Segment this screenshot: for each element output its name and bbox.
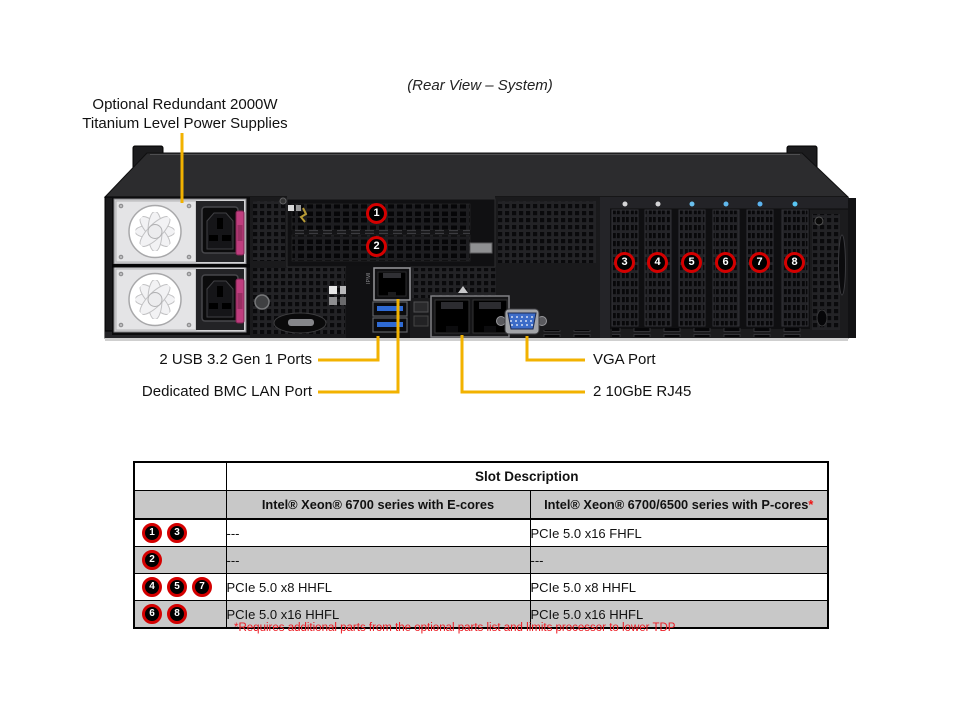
table-row: 4 5 7 PCIe 5.0 x8 HHFL PCIe 5.0 x8 HHFL xyxy=(133,573,829,601)
psu-label-line1: Optional Redundant 2000W xyxy=(92,96,278,113)
figure-title: (Rear View – System) xyxy=(407,77,553,94)
slot-callout-8: 8 xyxy=(784,252,805,273)
p-cores-footnote-marker: * xyxy=(808,497,814,512)
e-cores-value: --- xyxy=(225,546,531,574)
slot-callout-1: 1 xyxy=(366,203,387,224)
slot-badge: 2 xyxy=(142,550,162,570)
table-row: 1 3 --- PCIe 5.0 x16 FHFL xyxy=(133,518,829,547)
power-supplies xyxy=(112,197,250,335)
io-and-riser-section: IPMI xyxy=(250,196,600,338)
leader-lines xyxy=(180,133,585,394)
vga-leader-line xyxy=(525,336,585,362)
slot-badge: 5 xyxy=(167,577,187,597)
slot-badge: 8 xyxy=(167,604,187,624)
e-cores-value: PCIe 5.0 x8 HHFL xyxy=(225,573,531,601)
slot-callout-3: 3 xyxy=(614,252,635,273)
column-header-e-cores: Intel® Xeon® 6700 series with E-cores xyxy=(225,490,531,520)
grounding-screw xyxy=(254,294,270,310)
psu-label: Optional Redundant 2000W Titanium Level … xyxy=(60,95,310,133)
bmc-lan-port xyxy=(373,267,411,301)
slot-description-table: Slot Description Intel® Xeon® 6700 serie… xyxy=(133,461,830,629)
p-cores-value: PCIe 5.0 x8 HHFL xyxy=(529,573,829,601)
slot-callout-7: 7 xyxy=(749,252,770,273)
slot-badge: 7 xyxy=(192,577,212,597)
slot-badge: 1 xyxy=(142,523,162,543)
vga-port xyxy=(496,308,547,335)
usb-ports-label: 2 USB 3.2 Gen 1 Ports xyxy=(159,351,312,368)
vga-port-label: VGA Port xyxy=(593,351,656,368)
slot-badge: 6 xyxy=(142,604,162,624)
slot-callout-5: 5 xyxy=(681,252,702,273)
lan-leader-line xyxy=(460,335,585,394)
p-cores-value: PCIe 5.0 x16 HHFL xyxy=(529,600,829,629)
bmc-port-marking: IPMI xyxy=(366,272,372,284)
table-row: 2 --- --- xyxy=(133,546,829,574)
table-row: 6 8 PCIe 5.0 x16 HHFL PCIe 5.0 x16 HHFL xyxy=(133,600,829,629)
p-cores-value: PCIe 5.0 x16 FHFL xyxy=(529,518,829,547)
expansion-slot-section xyxy=(600,197,848,338)
bmc-leader-line xyxy=(318,299,400,394)
psu-label-line2: Titanium Level Power Supplies xyxy=(82,115,288,132)
e-cores-value: --- xyxy=(225,518,531,547)
lan-ports-label: 2 10GbE RJ45 xyxy=(593,383,692,400)
column-header-p-cores: Intel® Xeon® 6700/6500 series with P-cor… xyxy=(529,490,829,520)
slot-callout-4: 4 xyxy=(647,252,668,273)
server-rear-illustration: IPMI xyxy=(103,133,856,394)
bmc-lan-label: Dedicated BMC LAN Port xyxy=(141,383,312,400)
table-title: Slot Description xyxy=(225,461,829,491)
table-corner-cell xyxy=(133,461,227,491)
slot-callout-6: 6 xyxy=(715,252,736,273)
slot-badge: 4 xyxy=(142,577,162,597)
slot-badge: 3 xyxy=(167,523,187,543)
usb-leader-line xyxy=(318,336,380,362)
slot-callout-2: 2 xyxy=(366,236,387,257)
chassis-top xyxy=(103,152,850,198)
p-cores-value: --- xyxy=(529,546,829,574)
e-cores-value: PCIe 5.0 x16 HHFL xyxy=(225,600,531,629)
table-header-empty xyxy=(133,490,227,520)
table-footnote: *Requires additional parts from the opti… xyxy=(234,622,676,634)
lan-ports-10gbe xyxy=(430,295,510,338)
